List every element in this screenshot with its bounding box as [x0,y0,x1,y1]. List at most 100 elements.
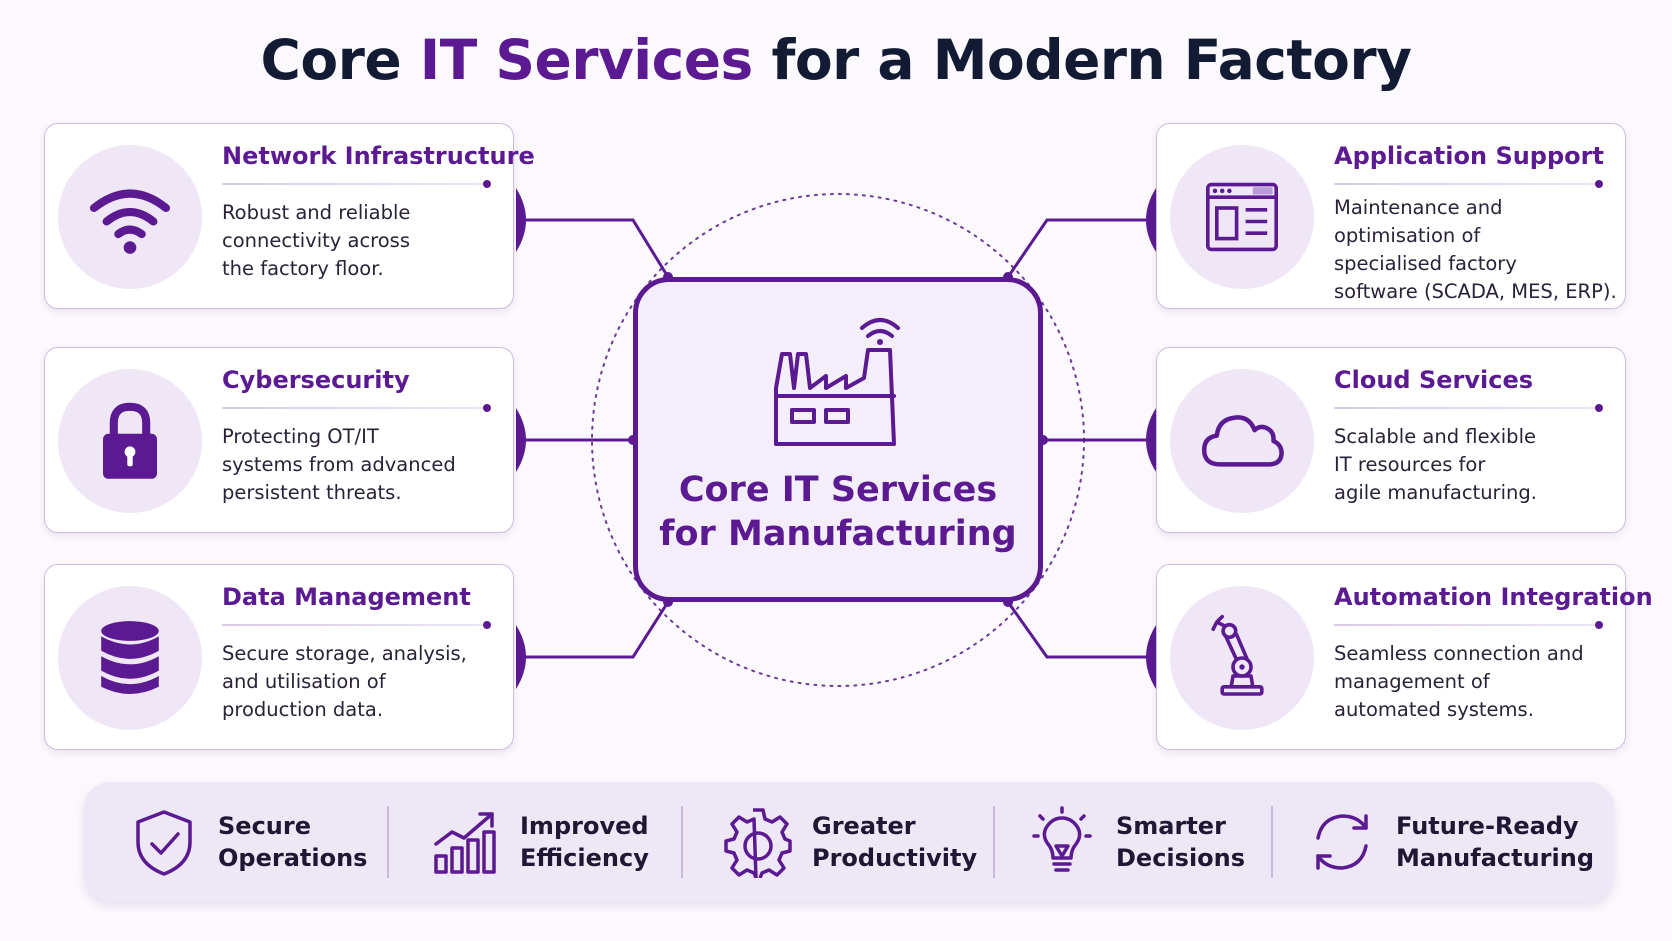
benefit-label: Smarter Decisions [1116,810,1245,874]
gear-icon [724,808,792,878]
center-label: Core IT Services for Manufacturing [638,468,1038,556]
desc-line: agile manufacturing. [1334,481,1537,504]
connector-tab-cloud [1146,408,1156,472]
service-title: Data Management [222,583,471,611]
desc-line: specialised factory [1334,252,1517,275]
service-title: Network Infrastructure [222,142,535,170]
service-description: Scalable and flexible IT resources for a… [1334,423,1611,507]
benefit-line: Future-Ready [1396,812,1579,840]
service-title: Cybersecurity [222,366,410,394]
robot-arm-icon [1211,614,1264,696]
benefit-improved-efficiency: Improved Efficiency [430,800,649,884]
benefit-greater-productivity: Greater Productivity [722,800,977,884]
card-divider [222,183,483,185]
desc-line: Secure storage, analysis, [222,642,467,665]
service-icon-circle [1170,586,1314,730]
title-part-2: for a Modern Factory [752,28,1412,92]
desc-line: Maintenance and [1334,196,1503,219]
desc-line: Seamless connection and [1334,642,1584,665]
desc-line: and utilisation of [222,670,386,693]
refresh-arrows-icon [1316,814,1368,870]
card-dot [1595,621,1603,629]
desc-line: management of [1334,670,1490,693]
service-card-application-support: Application Support Maintenance and opti… [1156,123,1626,309]
title-part-1: Core [260,28,420,92]
benefit-label: Greater Productivity [812,810,977,874]
service-title: Cloud Services [1334,366,1534,394]
connector-automation [1006,601,1152,659]
card-dot [1595,404,1603,412]
card-dot [1595,180,1603,188]
service-icon-circle [58,369,202,513]
service-icon-circle [58,145,202,289]
service-description: Robust and reliable connectivity across … [222,199,499,283]
benefit-line: Improved [520,812,649,840]
desc-line: systems from advanced [222,453,456,476]
card-dot [483,180,491,188]
desc-line: the factory floor. [222,257,384,280]
connector-tab-application [1146,188,1156,252]
connector-data [520,601,670,659]
service-card-cybersecurity: Cybersecurity Protecting OT/IT systems f… [44,347,514,533]
benefit-line: Greater [812,812,916,840]
padlock-icon [103,402,157,479]
desc-line: production data. [222,698,384,721]
connector-application [1006,218,1152,278]
growth-chart-icon [434,812,496,874]
benefit-label: Secure Operations [218,810,367,874]
card-divider [1334,407,1595,409]
benefit-line: Operations [218,844,368,872]
desc-line: optimisation of [1334,224,1481,247]
benefit-separator [387,806,389,878]
service-icon-circle [1170,369,1314,513]
card-divider [1334,183,1595,185]
database-icon [101,621,159,694]
shield-check-icon [136,810,192,876]
wifi-icon [89,189,171,254]
benefit-line: Smarter [1116,812,1226,840]
benefit-label: Improved Efficiency [520,810,649,874]
application-window-icon [1206,182,1278,252]
benefit-line: Manufacturing [1396,844,1594,872]
benefit-label: Future-Ready Manufacturing [1396,810,1594,874]
cloud-icon [1201,415,1284,467]
service-card-cloud-services: Cloud Services Scalable and flexible IT … [1156,347,1626,533]
desc-line: persistent threats. [222,481,402,504]
center-label-line: Core IT Services [678,470,998,510]
connector-tab-automation [1146,625,1156,689]
desc-line: software (SCADA, MES, ERP). [1334,280,1617,303]
benefit-line: Productivity [812,844,978,872]
desc-line: connectivity across [222,229,411,252]
factory-wifi-icon [774,318,900,446]
desc-line: automated systems. [1334,698,1534,721]
connector-tab-cyber [516,408,526,472]
desc-line: Protecting OT/IT [222,425,379,448]
connector-tab-data [516,625,526,689]
service-description: Seamless connection and management of au… [1334,640,1611,724]
card-divider [222,624,483,626]
service-description: Protecting OT/IT systems from advanced p… [222,423,499,507]
benefit-separator [681,806,683,878]
benefit-secure-operations: Secure Operations [128,800,367,884]
service-icon-circle [1170,145,1314,289]
connector-tab-network [516,188,526,252]
card-dot [483,404,491,412]
connector-network [520,218,670,278]
card-dot [483,621,491,629]
title-accent: IT Services [419,28,754,92]
page-title: Core IT Services for a Modern Factory [0,28,1672,92]
desc-line: Robust and reliable [222,201,411,224]
service-description: Secure storage, analysis, and utilisatio… [222,640,499,724]
desc-line: IT resources for [1334,453,1486,476]
service-card-automation-integration: Automation Integration Seamless connecti… [1156,564,1653,750]
desc-line: Scalable and flexible [1334,425,1536,448]
service-title: Automation Integration [1334,583,1653,611]
benefit-future-ready-manufacturing: Future-Ready Manufacturing [1306,800,1594,884]
service-title: Application Support [1334,142,1604,170]
benefits-bar: Secure Operations Improved Efficiency [84,782,1614,902]
center-label-line: for Manufacturing [659,514,1017,554]
service-description: Maintenance and optimisation of speciali… [1334,194,1617,306]
center-hub: Core IT Services for Manufacturing [633,277,1043,602]
lightbulb-icon [1032,806,1092,872]
